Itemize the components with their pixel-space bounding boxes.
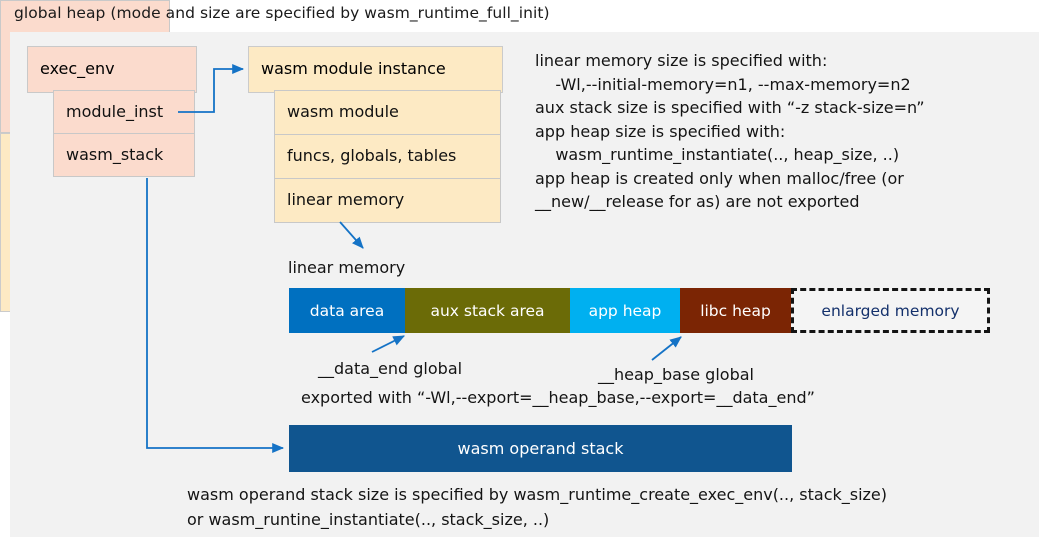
module-instance-field-wasm-module: wasm module (274, 90, 501, 135)
note-line: app heap is created only when malloc/fre… (535, 168, 904, 188)
memory-segment-libc-heap-label: libc heap (700, 301, 771, 320)
wasm-operand-stack-label: wasm operand stack (457, 439, 624, 458)
exec-env-field-module-inst: module_inst (53, 90, 195, 134)
module-instance-field-wasm-module-label: wasm module (287, 102, 399, 122)
memory-segment-data-area-label: data area (309, 301, 385, 320)
memory-segment-app-heap: app heap (570, 288, 680, 333)
memory-segment-enlarged-memory: enlarged memory (791, 288, 990, 333)
note-line: aux stack size is specified with “-z sta… (535, 98, 925, 117)
note-line: wasm_runtime_instantiate(.., heap_size, … (535, 145, 900, 164)
memory-segment-enlarged-memory-label: enlarged memory (821, 301, 960, 320)
module-instance-field-linear-memory-label: linear memory (287, 190, 405, 210)
linear-memory-bar: data area aux stack area app heap libc h… (289, 288, 990, 333)
exec-env-header-label: exec_env (40, 59, 115, 79)
note-line: -Wl,--initial-memory=n1, --max-memory=n2 (535, 74, 911, 94)
note-line: linear memory size is specified with: (535, 51, 828, 70)
wasm-module-instance-header-label: wasm module instance (261, 59, 446, 79)
annotation-heap-base: __heap_base global (598, 365, 754, 384)
exec-env-header: exec_env (27, 46, 197, 93)
operand-stack-notes: wasm operand stack size is specified by … (187, 482, 887, 532)
memory-segment-data-area: data area (289, 288, 405, 333)
exec-env-field-module-inst-label: module_inst (66, 101, 164, 121)
note-line: or wasm_runtine_instantiate(.., stack_si… (187, 510, 550, 529)
exec-env-field-wasm-stack-label: wasm_stack (66, 144, 164, 164)
linear-memory-notes: linear memory size is specified with: -W… (535, 49, 1035, 214)
module-instance-field-funcs-globals-tables: funcs, globals, tables (274, 134, 501, 179)
memory-segment-libc-heap: libc heap (680, 288, 791, 333)
linear-memory-bar-caption: linear memory (288, 258, 406, 277)
note-line: wasm operand stack size is specified by … (187, 485, 888, 504)
wasm-module-instance-header: wasm module instance (248, 46, 503, 93)
wasm-operand-stack-box: wasm operand stack (289, 425, 792, 472)
memory-segment-aux-stack-area-label: aux stack area (430, 301, 545, 320)
note-line: app heap size is specified with: (535, 121, 786, 141)
annotation-data-end: __data_end global (318, 359, 463, 378)
page-title: global heap (mode and size are specified… (14, 4, 550, 22)
exec-env-field-wasm-stack: wasm_stack (53, 133, 195, 177)
memory-segment-app-heap-label: app heap (588, 301, 662, 320)
module-instance-field-funcs-globals-tables-label: funcs, globals, tables (287, 146, 457, 166)
memory-segment-aux-stack-area: aux stack area (405, 288, 570, 333)
note-line: __new/__release for as) are not exported (535, 192, 860, 211)
module-instance-field-linear-memory: linear memory (274, 178, 501, 223)
annotation-exported-with: exported with “-Wl,--export=__heap_base,… (301, 388, 815, 407)
